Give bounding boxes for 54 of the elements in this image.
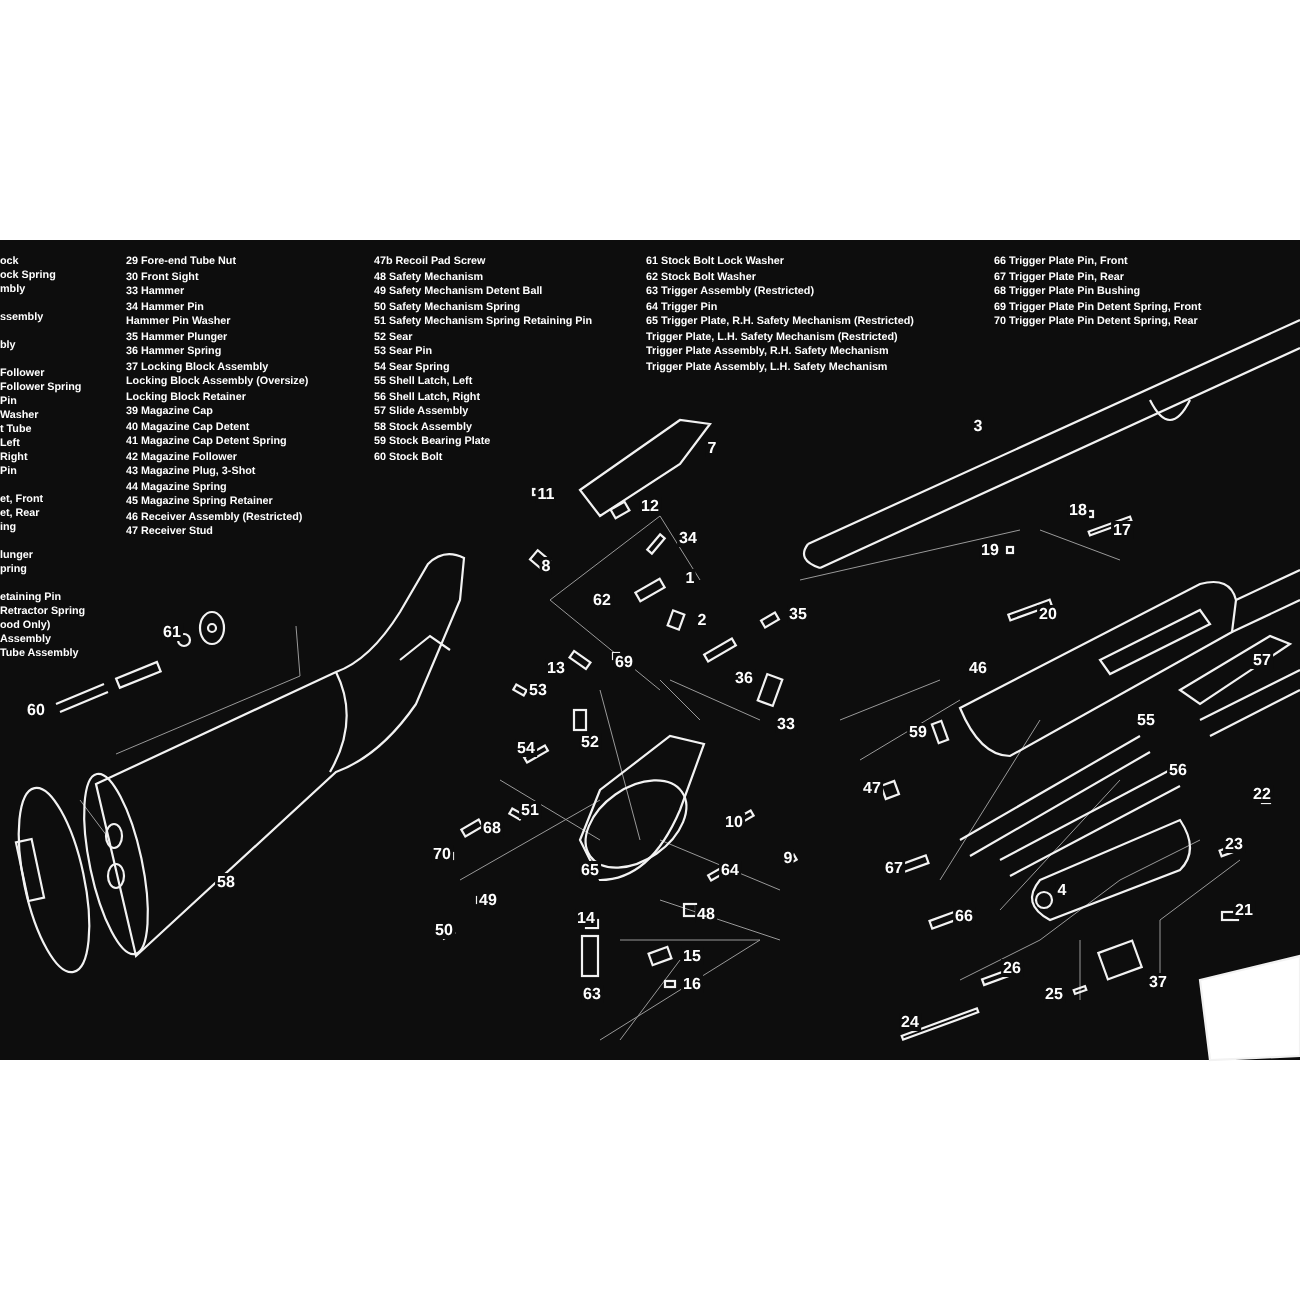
callout-number: 15	[681, 947, 703, 965]
callout-number: 26	[1001, 959, 1023, 977]
callout-number: 11	[535, 485, 557, 503]
callout-number: 14	[575, 909, 597, 927]
callout-number: 1	[683, 569, 697, 587]
callout-number: 70	[431, 845, 453, 863]
callout-number: 33	[775, 715, 797, 733]
callout-number: 56	[1167, 761, 1189, 779]
callout-number: 60	[25, 701, 47, 719]
callout-number: 52	[579, 733, 601, 751]
callout-number: 8	[539, 557, 553, 575]
callout-number: 47	[861, 779, 883, 797]
callout-number: 25	[1043, 985, 1065, 1003]
callout-number: 36	[733, 669, 755, 687]
callout-number: 62	[591, 591, 613, 609]
callout-number: 55	[1135, 711, 1157, 729]
callout-number: 19	[979, 541, 1001, 559]
callout-number: 63	[581, 985, 603, 1003]
callout-number: 66	[953, 907, 975, 925]
callout-number: 57	[1251, 651, 1273, 669]
callout-number: 69	[613, 653, 635, 671]
callout-number: 2	[695, 611, 709, 629]
callout-number: 34	[677, 529, 699, 547]
callout-number: 37	[1147, 973, 1169, 991]
callout-number: 7	[705, 439, 719, 457]
callout-number: 48	[695, 905, 717, 923]
callout-number: 3	[971, 417, 985, 435]
callout-number: 61	[161, 623, 183, 641]
callout-number: 17	[1111, 521, 1133, 539]
callout-number: 21	[1233, 901, 1255, 919]
callout-number: 50	[433, 921, 455, 939]
callout-number: 64	[719, 861, 741, 879]
callout-number: 53	[527, 681, 549, 699]
callout-number: 49	[477, 891, 499, 909]
callout-number: 58	[215, 873, 237, 891]
callout-number: 22	[1251, 785, 1273, 803]
callout-number: 13	[545, 659, 567, 677]
callout-number: 18	[1067, 501, 1089, 519]
callout-number: 68	[481, 819, 503, 837]
callout-number: 59	[907, 723, 929, 741]
callout-number: 35	[787, 605, 809, 623]
callout-number: 4	[1055, 881, 1069, 899]
callout-number: 9	[781, 849, 795, 867]
callout-number: 12	[639, 497, 661, 515]
callout-number: 46	[967, 659, 989, 677]
callout-number: 54	[515, 739, 537, 757]
callout-number: 51	[519, 801, 541, 819]
callout-number: 20	[1037, 605, 1059, 623]
callout-number: 67	[883, 859, 905, 877]
callout-number: 10	[723, 813, 745, 831]
callout-number: 23	[1223, 835, 1245, 853]
callout-number: 16	[681, 975, 703, 993]
callout-number: 24	[899, 1013, 921, 1031]
callout-number: 65	[579, 861, 601, 879]
